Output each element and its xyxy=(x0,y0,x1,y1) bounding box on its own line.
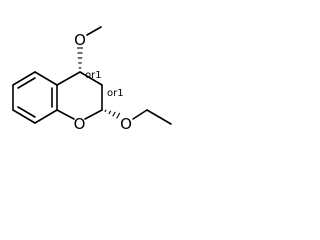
bond-c4a-c4 xyxy=(56,71,81,86)
bond-methoxy-methyl xyxy=(86,26,102,36)
ring-oxygen-label: O xyxy=(74,115,86,133)
bond-c4-c3 xyxy=(79,71,103,86)
double-bond-c5-c6 xyxy=(17,77,36,89)
hashed-bond-c4-methoxy xyxy=(77,47,83,69)
bond-c7-c8 xyxy=(12,109,36,124)
bond-ch2-ch3 xyxy=(146,109,172,125)
bond-ethoxy-ch2 xyxy=(132,109,148,120)
hashed-bond-c2-ethoxy xyxy=(104,109,121,119)
ethoxy-oxygen-label: O xyxy=(120,115,132,133)
bond-c5-c6 xyxy=(12,71,36,86)
bond-c2-o1 xyxy=(84,109,103,120)
bond-c4a-c5 xyxy=(34,71,58,86)
bond-c8-c8a xyxy=(34,109,58,124)
stereo-label-c4: or1 xyxy=(85,70,102,81)
methoxy-oxygen-label: O xyxy=(74,31,86,49)
structure-canvas: O O O or1 or1 xyxy=(0,0,250,152)
double-bond-c7-c8 xyxy=(17,106,36,118)
bond-o1-c8a xyxy=(56,109,75,120)
stereo-label-c2: or1 xyxy=(107,88,124,99)
molecule-structure: O O O or1 or1 xyxy=(12,26,172,133)
